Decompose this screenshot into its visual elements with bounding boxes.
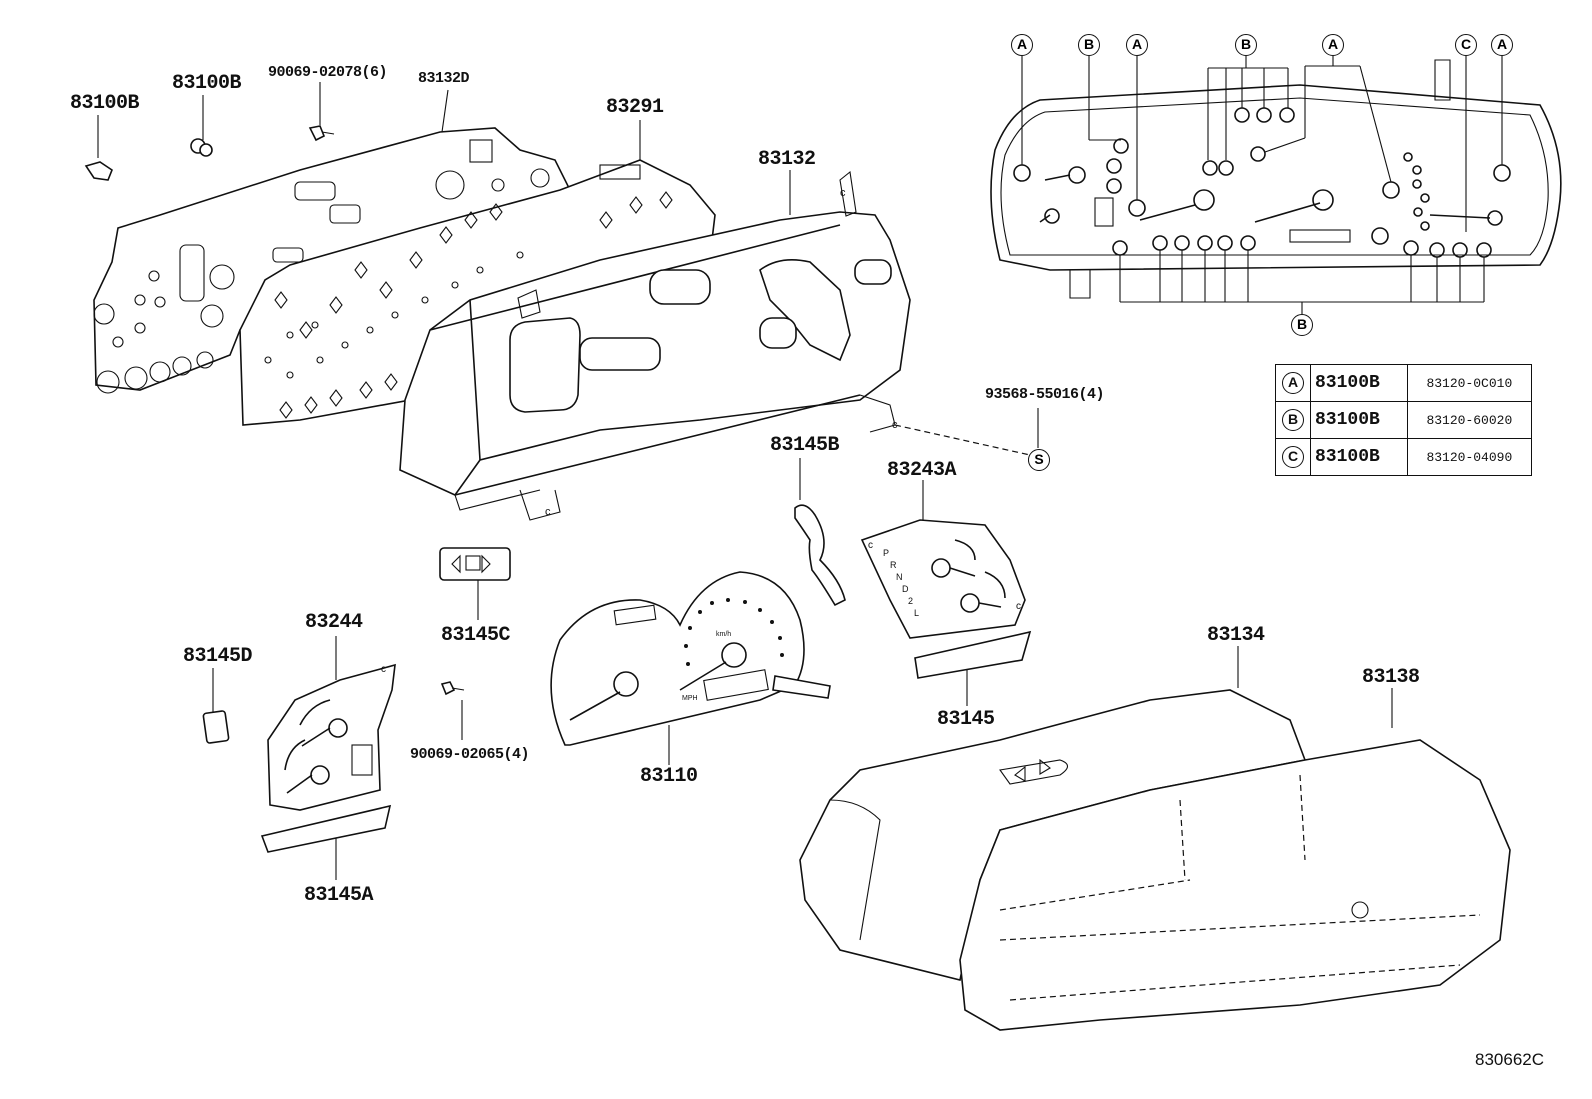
- callout-a-4: A: [1491, 34, 1513, 56]
- label-83145b: 83145B: [770, 434, 840, 457]
- callout-s: S: [1028, 449, 1050, 471]
- callout-b-2: B: [1235, 34, 1257, 56]
- label-83132: 83132: [758, 148, 816, 171]
- svg-text:c: c: [868, 540, 873, 551]
- legend-key: A: [1275, 364, 1311, 402]
- legend-key: B: [1275, 401, 1311, 439]
- window-83145: [914, 630, 1032, 679]
- callout-a-1: A: [1011, 34, 1033, 56]
- label-83244: 83244: [305, 611, 363, 634]
- label-93568-55016: 93568-55016(4): [985, 386, 1105, 403]
- svg-text:km/h: km/h: [716, 631, 731, 638]
- callout-a-3: A: [1322, 34, 1344, 56]
- drawing-number: 830662C: [1475, 1050, 1545, 1069]
- svg-text:N: N: [896, 572, 903, 582]
- callout-a-2: A: [1126, 34, 1148, 56]
- label-83100b-left: 83100B: [70, 92, 140, 115]
- leader-lines: [97, 82, 1393, 880]
- legend-number: 83120-0C010: [1406, 364, 1533, 402]
- subdial-83244: c: [267, 663, 396, 811]
- svg-text:c: c: [545, 506, 551, 518]
- window-83145a: [260, 804, 392, 853]
- svg-text:R: R: [890, 560, 897, 570]
- cover-83138: [959, 739, 1511, 1031]
- case-83132: c c c: [399, 170, 911, 521]
- label-90069-02065: 90069-02065(4): [410, 746, 530, 763]
- label-83110: 83110: [640, 765, 698, 788]
- callout-c-1: C: [1455, 34, 1477, 56]
- callout-b-3: B: [1291, 314, 1313, 336]
- svg-text:c: c: [840, 187, 846, 199]
- bulb-sockets: [1013, 107, 1511, 258]
- svg-text:L: L: [914, 608, 919, 618]
- light-guide-83145b: [794, 504, 846, 607]
- label-83243a: 83243A: [887, 459, 957, 482]
- legend-key-circle: A: [1282, 372, 1304, 394]
- label-83138: 83138: [1362, 666, 1420, 689]
- legend-key-circle: B: [1282, 409, 1304, 431]
- label-83100b-mid: 83100B: [172, 72, 242, 95]
- svg-text:2: 2: [908, 596, 913, 606]
- legend-key: C: [1275, 438, 1311, 476]
- svg-text:P: P: [883, 548, 889, 558]
- dial-face-83110: MPH km/h: [550, 571, 831, 746]
- legend-number: 83120-04090: [1406, 438, 1533, 476]
- legend-part: 83100B: [1310, 401, 1408, 439]
- subdial-83243a: P R N D 2 L c c: [860, 519, 1026, 639]
- label-83145a: 83145A: [304, 884, 374, 907]
- part-83145d: [202, 710, 230, 744]
- legend-number: 83120-60020: [1406, 401, 1533, 439]
- label-83132d: 83132D: [418, 70, 470, 87]
- label-83145: 83145: [937, 708, 995, 731]
- svg-text:D: D: [902, 584, 909, 594]
- legend-part: 83100B: [1310, 364, 1408, 402]
- svg-text:c: c: [1016, 601, 1021, 612]
- label-90069-02078: 90069-02078(6): [268, 64, 388, 81]
- label-83134: 83134: [1207, 624, 1265, 647]
- label-83145d: 83145D: [183, 645, 253, 668]
- svg-text:MPH: MPH: [682, 695, 698, 702]
- legend-part: 83100B: [1310, 438, 1408, 476]
- svg-text:c: c: [381, 664, 386, 675]
- label-83145c: 83145C: [441, 624, 511, 647]
- switch-83145c: [439, 547, 511, 581]
- callout-b-1: B: [1078, 34, 1100, 56]
- label-83291: 83291: [606, 96, 664, 119]
- rear-view-assembly: [990, 56, 1562, 314]
- legend-key-circle: C: [1282, 446, 1304, 468]
